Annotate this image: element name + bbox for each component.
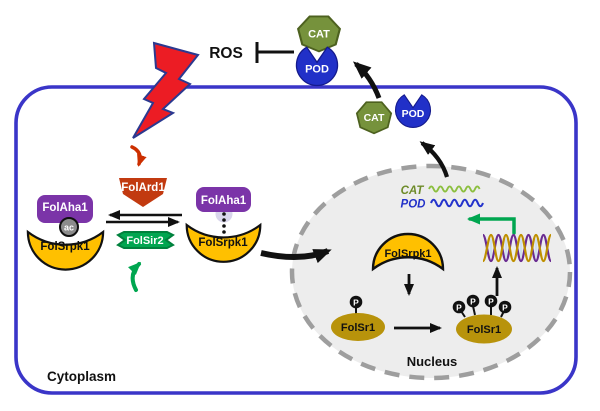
- extracellular-cat: CAT: [296, 15, 342, 53]
- phospho-mark: P: [353, 297, 359, 307]
- lightning-bolt-icon: [132, 41, 200, 139]
- phospho-mark: P: [502, 302, 508, 312]
- folsir2-label: FolSir2: [126, 235, 163, 247]
- nuclear-import-arrow: [260, 248, 332, 264]
- folaha1-label: FolAha1: [42, 202, 88, 214]
- folard1-shape: FolArd1: [119, 178, 167, 207]
- nuclear-folsrpk1: FolSrpk1: [371, 232, 445, 272]
- nucleus-envelope: [289, 163, 573, 381]
- phospho-mark: P: [456, 302, 462, 312]
- right-complex-deacetylated: FolSrpk1 FolAha1: [185, 187, 262, 263]
- cytoplasmic-cat: CAT: [355, 101, 393, 135]
- folsr1-hyper: P P P P FolSr1: [452, 294, 512, 344]
- folaha1-label: FolAha1: [201, 195, 247, 207]
- acetyl-circle: [59, 217, 79, 237]
- pod-mrna-squiggle: [430, 198, 484, 208]
- nucleus-label: Nucleus: [407, 354, 458, 369]
- acetyl-label: ac: [64, 223, 74, 233]
- pod-label: POD: [305, 64, 329, 76]
- cytoplasm-label: Cytoplasm: [47, 369, 116, 384]
- left-complex-acetylated: FolSrpk1 FolAha1 ac: [26, 195, 105, 271]
- folsrpk1-label: FolSrpk1: [198, 237, 248, 249]
- folsr1-label: FolSr1: [467, 324, 501, 336]
- ros-inhibition-tbar: [255, 42, 294, 63]
- folsr1-mono: P FolSr1: [331, 295, 385, 341]
- stress-induction-arrow: [130, 145, 147, 167]
- dna-helix: [481, 233, 553, 263]
- ros-label: ROS: [209, 45, 243, 62]
- transcription-arrow: [467, 213, 516, 235]
- cat-label: CAT: [308, 29, 330, 41]
- extracellular-pod: POD: [295, 46, 339, 87]
- cytoplasmic-pod: POD: [395, 94, 431, 128]
- folsir2-shape: FolSir2: [116, 231, 175, 249]
- phospho-mark: P: [488, 296, 494, 306]
- cat-mrna-squiggle: [428, 185, 481, 193]
- cat-label: CAT: [364, 112, 385, 124]
- secretion-arrow: [352, 61, 382, 99]
- folard1-label: FolArd1: [121, 182, 165, 194]
- folsr1-label: FolSr1: [341, 322, 375, 334]
- pod-gene-label: POD: [401, 199, 426, 211]
- phospho-mark: P: [470, 296, 476, 306]
- pod-label: POD: [402, 108, 425, 120]
- dotted-link: [222, 212, 226, 234]
- folsir2-activation-arrow: [128, 261, 142, 292]
- folsrpk1-label: FolSrpk1: [40, 241, 90, 253]
- nuclear-folsrpk1-label: FolSrpk1: [384, 248, 431, 260]
- cat-gene-label: CAT: [401, 185, 425, 197]
- translation-export-arrow: [419, 141, 450, 178]
